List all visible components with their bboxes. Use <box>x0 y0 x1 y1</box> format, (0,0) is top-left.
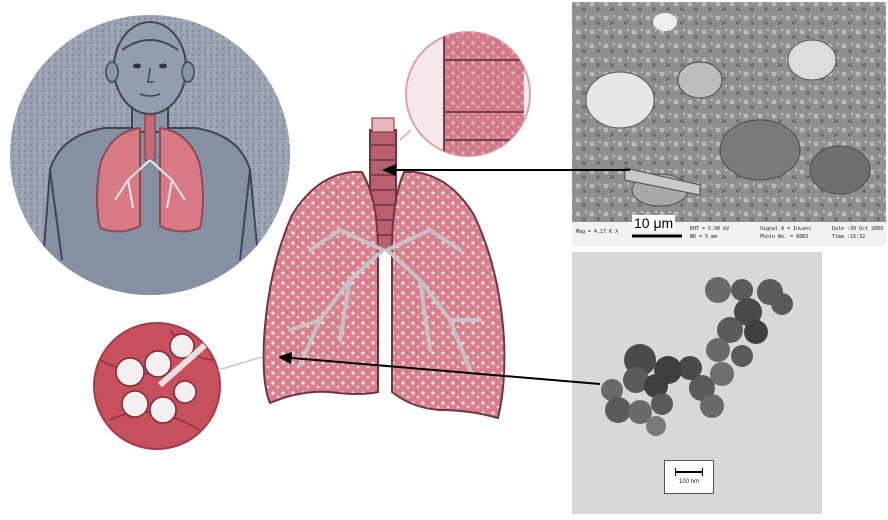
tem-scale-label: 100 nm <box>665 479 713 485</box>
sem-info-photo: Photo No. = 6883 <box>760 234 808 240</box>
alveoli-zoom-circle <box>94 323 262 449</box>
sem-info-date: Date :30 Oct 2009 <box>832 226 883 232</box>
tem-scale-box: 100 nm <box>664 460 714 494</box>
human-figure-circle <box>10 15 290 300</box>
sem-info-signal: Signal A = InLens <box>760 226 811 232</box>
trachea-zoom-circle <box>400 28 530 168</box>
sem-info-time: Time :15:32 <box>832 234 865 240</box>
tem-scale-bar <box>675 471 703 473</box>
sem-scale-label: 10 μm <box>632 215 675 231</box>
sem-micrograph-panel <box>572 2 886 246</box>
sem-info-wd: WD = 5 mm <box>690 234 717 240</box>
tem-scale-tick-right <box>702 468 703 476</box>
sem-info-mag: Mag = 4.17 K X <box>576 229 618 235</box>
sem-info-eht: EHT = 5.00 kV <box>690 226 729 232</box>
